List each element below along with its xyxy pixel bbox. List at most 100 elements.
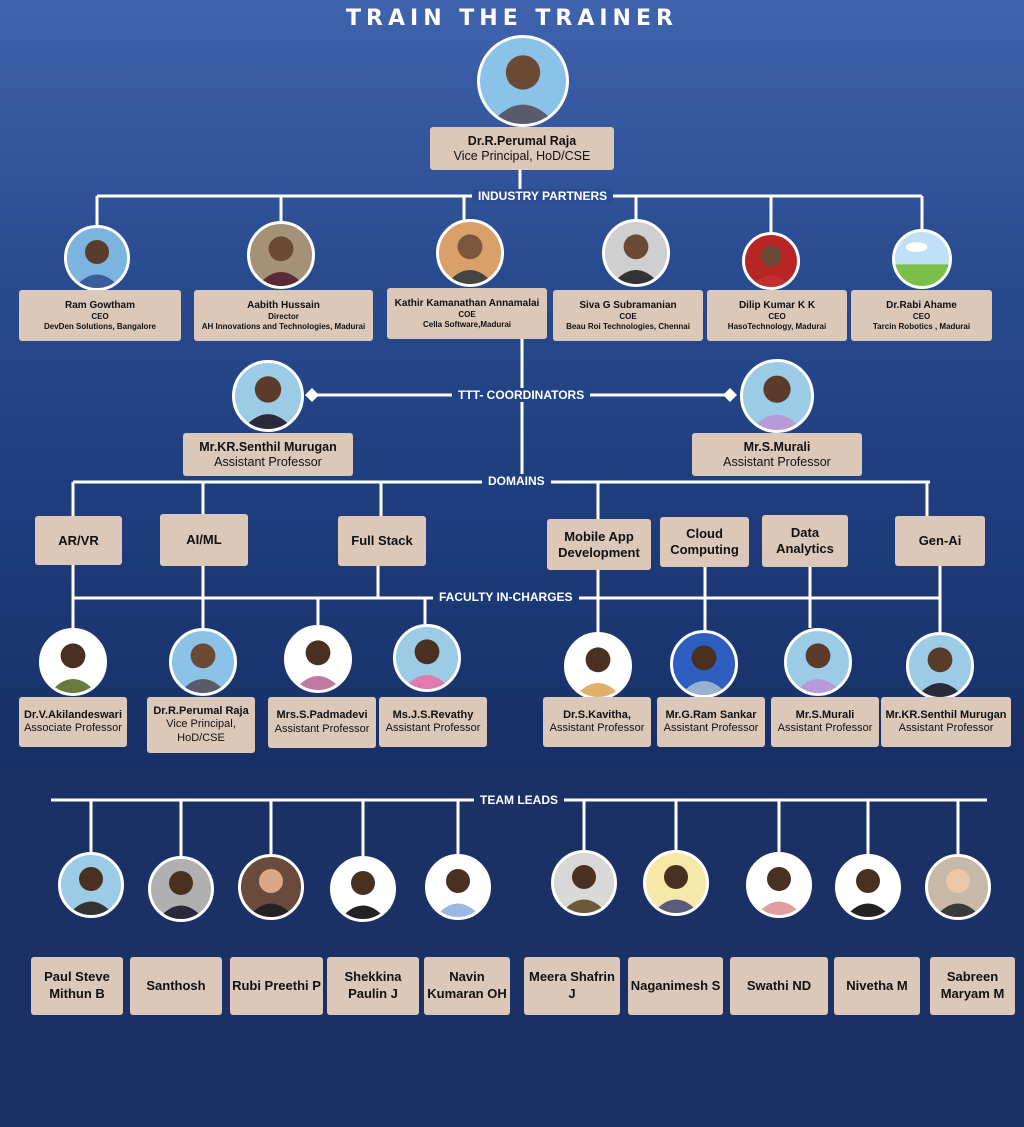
team-lead-photo bbox=[835, 854, 901, 920]
partner-role: Director bbox=[268, 311, 299, 321]
partner-org: DevDen Solutions, Bangalore bbox=[43, 321, 157, 331]
domains-label: DOMAINS bbox=[482, 474, 551, 488]
partner-role: CEO bbox=[91, 311, 109, 321]
partner-org: HasoTechnology, Madurai bbox=[727, 321, 827, 331]
faculty-in-charges-label: FACULTY IN-CHARGES bbox=[433, 590, 579, 604]
faculty-photo bbox=[906, 632, 974, 700]
team-leads-label: TEAM LEADS bbox=[474, 793, 564, 807]
faculty-role: Assistant Professor bbox=[274, 722, 370, 735]
team-lead-photo bbox=[330, 856, 396, 922]
team-lead-box: Nivetha M bbox=[834, 957, 920, 1015]
team-lead-box: Rubi Preethi P bbox=[230, 957, 323, 1015]
partner-photo bbox=[64, 225, 130, 291]
coordinator-name: Mr.KR.Senthil Murugan bbox=[199, 439, 337, 454]
team-lead-box: Paul Steve Mithun B bbox=[31, 957, 123, 1015]
team-lead-photo bbox=[425, 854, 491, 920]
team-lead-photo bbox=[238, 854, 304, 920]
partner-photo bbox=[247, 221, 315, 289]
team-lead-photo bbox=[925, 854, 991, 920]
faculty-name: Dr.S.Kavitha, bbox=[563, 708, 631, 721]
team-lead-photo bbox=[551, 850, 617, 916]
partner-box: Aabith Hussain Director AH Innovations a… bbox=[194, 290, 373, 341]
head-photo bbox=[477, 35, 569, 127]
partner-role: CEO bbox=[768, 311, 786, 321]
partner-name: Aabith Hussain bbox=[247, 299, 320, 311]
faculty-role: Vice Principal, HoD/CSE bbox=[166, 718, 236, 744]
team-lead-photo bbox=[148, 856, 214, 922]
faculty-photo bbox=[564, 632, 632, 700]
lower-band bbox=[0, 768, 1024, 1127]
faculty-photo bbox=[784, 628, 852, 696]
faculty-role: Assistant Professor bbox=[549, 722, 645, 734]
team-lead-box: Naganimesh S bbox=[628, 957, 723, 1015]
partner-role: COE bbox=[619, 311, 637, 321]
partner-role: COE bbox=[458, 309, 476, 319]
head-name: Dr.R.Perumal Raja bbox=[467, 133, 577, 148]
domain-box: Gen-Ai bbox=[895, 516, 985, 566]
partner-name: Dr.Rabi Ahame bbox=[886, 299, 957, 311]
coordinator-role: Assistant Professor bbox=[723, 454, 831, 469]
partner-box: Ram Gowtham CEO DevDen Solutions, Bangal… bbox=[19, 290, 181, 341]
partner-photo bbox=[892, 229, 952, 289]
team-lead-box: Swathi ND bbox=[730, 957, 828, 1015]
faculty-box: Mrs.S.Padmadevi Assistant Professor bbox=[268, 697, 376, 748]
page-title: TRAIN THE TRAINER bbox=[346, 6, 678, 31]
partner-photo bbox=[436, 219, 504, 287]
coordinator-box: Mr.KR.Senthil Murugan Assistant Professo… bbox=[183, 433, 353, 476]
industry-partners-label: INDUSTRY PARTNERS bbox=[472, 189, 614, 203]
partner-photo bbox=[742, 232, 800, 290]
partner-box: Dr.Rabi Ahame CEO Tarcin Robotics , Madu… bbox=[851, 290, 992, 341]
team-lead-photo bbox=[643, 850, 709, 916]
faculty-box: Dr.R.Perumal Raja Vice Principal, HoD/CS… bbox=[147, 697, 255, 753]
coordinator-photo bbox=[232, 360, 304, 432]
faculty-name: Mr.G.Ram Sankar bbox=[665, 708, 757, 721]
faculty-name: Ms.J.S.Revathy bbox=[392, 708, 474, 721]
partner-name: Siva G Subramanian bbox=[579, 299, 677, 311]
faculty-box: Mr.G.Ram Sankar Assistant Professor bbox=[657, 697, 765, 747]
partner-org: Tarcin Robotics , Madurai bbox=[872, 321, 971, 331]
partner-photo bbox=[602, 219, 670, 287]
faculty-role: Assistant Professor bbox=[777, 722, 873, 734]
head-role: Vice Principal, HoD/CSE bbox=[453, 148, 591, 163]
faculty-role: Assistant Professor bbox=[663, 722, 759, 734]
faculty-name: Mrs.S.Padmadevi bbox=[276, 709, 368, 722]
faculty-box: Dr.V.Akilandeswari Associate Professor bbox=[19, 697, 127, 747]
partner-name: Dilip Kumar K K bbox=[738, 299, 816, 311]
faculty-name: Dr.V.Akilandeswari bbox=[23, 708, 123, 721]
domain-box: Cloud Computing bbox=[660, 517, 749, 567]
domain-box: AR/VR bbox=[35, 516, 122, 565]
faculty-name: Mr.KR.Senthil Murugan bbox=[885, 708, 1007, 721]
faculty-box: Mr.KR.Senthil Murugan Assistant Professo… bbox=[881, 697, 1011, 747]
faculty-box: Dr.S.Kavitha, Assistant Professor bbox=[543, 697, 651, 747]
domain-box: Data Analytics bbox=[762, 515, 848, 567]
partner-box: Dilip Kumar K K CEO HasoTechnology, Madu… bbox=[707, 290, 847, 341]
team-lead-box: Navin Kumaran OH bbox=[424, 957, 510, 1015]
team-lead-box: Shekkina Paulin J bbox=[327, 957, 419, 1015]
team-lead-box: Sabreen Maryam M bbox=[930, 957, 1015, 1015]
partner-box: Siva G Subramanian COE Beau Roi Technolo… bbox=[553, 290, 703, 341]
partner-org: Beau Roi Technologies, Chennai bbox=[566, 321, 690, 331]
head-box: Dr.R.Perumal Raja Vice Principal, HoD/CS… bbox=[430, 127, 614, 170]
team-lead-box: Meera Shafrin J bbox=[524, 957, 620, 1015]
partner-org: Cella Software,Madurai bbox=[422, 319, 512, 329]
partner-name: Kathir Kamanathan Annamalai bbox=[394, 297, 540, 309]
faculty-box: Mr.S.Murali Assistant Professor bbox=[771, 697, 879, 747]
faculty-photo bbox=[169, 628, 237, 696]
coordinator-role: Assistant Professor bbox=[214, 454, 322, 469]
partner-name: Ram Gowtham bbox=[64, 299, 135, 311]
faculty-photo bbox=[670, 630, 738, 698]
partner-org: AH Innovations and Technologies, Madurai bbox=[201, 321, 366, 331]
domain-box: Full Stack bbox=[338, 516, 426, 566]
faculty-photo bbox=[393, 624, 461, 692]
coordinator-photo bbox=[740, 359, 814, 433]
coordinator-box: Mr.S.Murali Assistant Professor bbox=[692, 433, 862, 476]
person-avatar-icon bbox=[490, 55, 556, 124]
team-lead-photo bbox=[58, 852, 124, 918]
faculty-role: Assistant Professor bbox=[385, 722, 481, 734]
domain-box: AI/ML bbox=[160, 514, 248, 566]
coordinator-name: Mr.S.Murali bbox=[743, 439, 811, 454]
faculty-name: Mr.S.Murali bbox=[795, 708, 855, 721]
ttt-coordinators-label: TTT- COORDINATORS bbox=[452, 388, 591, 402]
faculty-photo bbox=[284, 625, 352, 693]
faculty-box: Ms.J.S.Revathy Assistant Professor bbox=[379, 697, 487, 747]
